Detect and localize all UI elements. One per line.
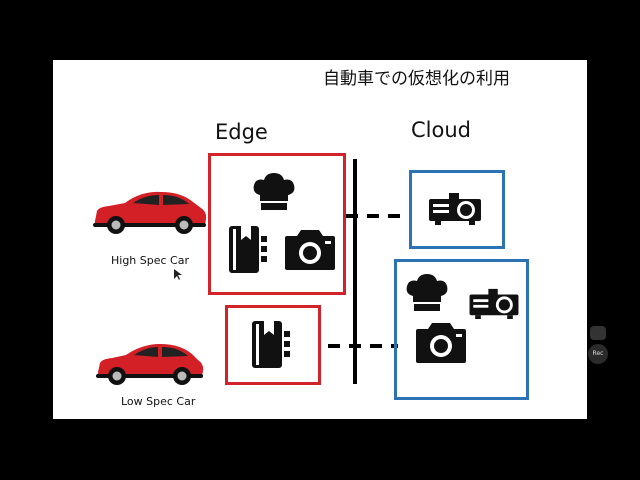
mouse-cursor-icon	[174, 269, 182, 280]
high-spec-car-label: High Spec Car	[111, 254, 189, 267]
slide: 自動車での仮想化の利用 Edge Cloud High Spec Car Low…	[53, 60, 587, 419]
low-spec-car-icon	[96, 344, 204, 385]
edge-cloud-divider	[353, 159, 357, 384]
edge-high-box	[208, 153, 346, 295]
projector-icon	[469, 288, 519, 319]
low-link-dashed-line	[328, 344, 398, 348]
cloud-large-box	[394, 259, 529, 400]
chef-hat-icon	[406, 274, 448, 311]
recorder-camera-icon[interactable]	[590, 326, 606, 340]
cloud-small-box	[409, 170, 505, 249]
low-spec-car-label: Low Spec Car	[121, 395, 196, 408]
rec-button[interactable]: Rec	[588, 344, 608, 364]
book-icon	[229, 226, 267, 273]
edge-label: Edge	[215, 120, 268, 144]
chef-hat-icon	[253, 173, 295, 210]
book-icon	[252, 321, 290, 368]
camera-icon	[416, 323, 466, 363]
high-spec-car-icon	[93, 191, 207, 234]
cloud-label: Cloud	[411, 118, 471, 142]
camera-icon	[285, 230, 335, 270]
slide-title: 自動車での仮想化の利用	[323, 69, 510, 89]
high-link-dashed-line	[346, 214, 408, 218]
projector-icon	[429, 193, 481, 225]
edge-low-box	[225, 305, 321, 385]
